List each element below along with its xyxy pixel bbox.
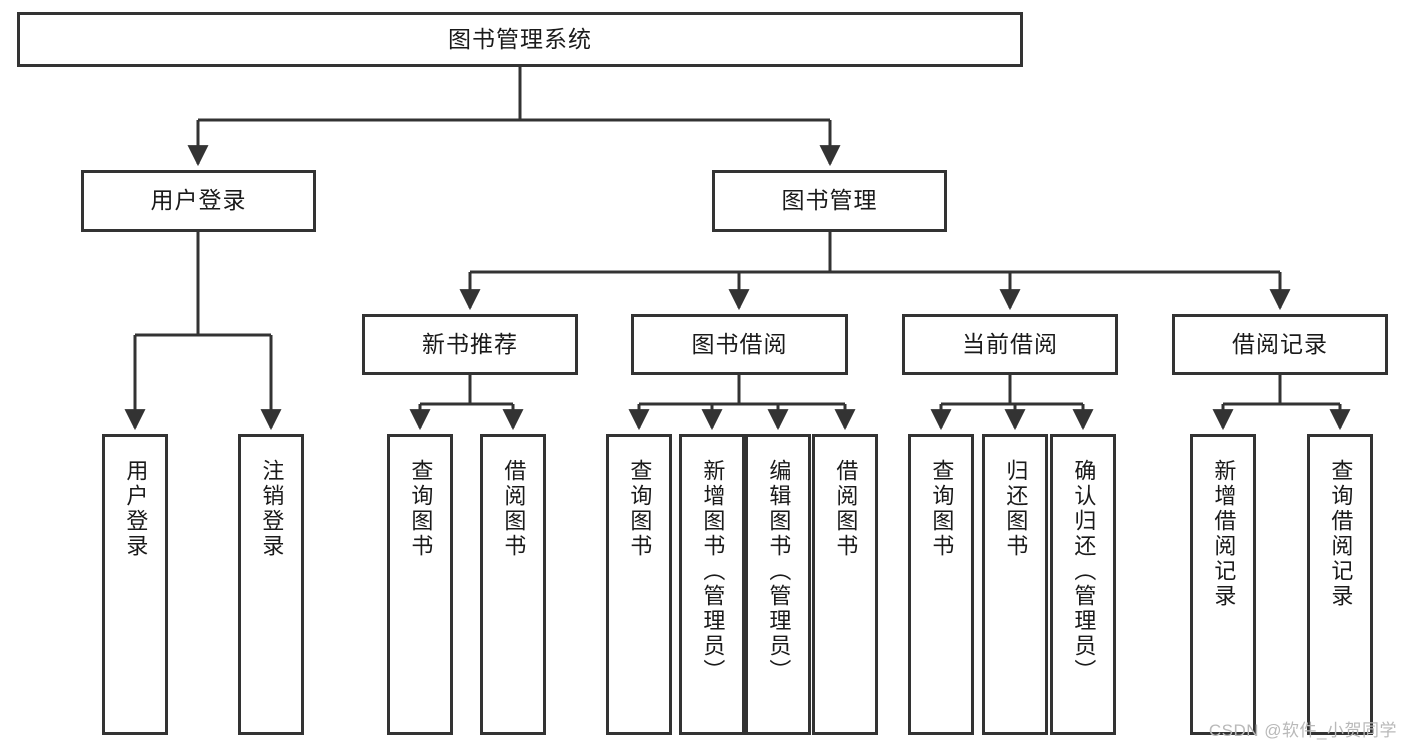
node-leaf-add-book[interactable]: 新增图书（管理员）: [679, 434, 745, 735]
node-leaf-user-login[interactable]: 用户登录: [102, 434, 168, 735]
node-leaf-add-record-label: 新增借阅记录: [1211, 459, 1237, 609]
node-leaf-add-record[interactable]: 新增借阅记录: [1190, 434, 1256, 735]
node-leaf-query-book-1-label: 查询图书: [408, 459, 434, 559]
node-leaf-borrow-book-1-label: 借阅图书: [501, 459, 527, 559]
node-leaf-confirm-return[interactable]: 确认归还（管理员）: [1050, 434, 1116, 735]
node-book-borrow[interactable]: 图书借阅: [631, 314, 848, 375]
node-leaf-query-book-3[interactable]: 查询图书: [908, 434, 974, 735]
node-leaf-query-book-2-label: 查询图书: [627, 459, 653, 559]
node-borrow-record[interactable]: 借阅记录: [1172, 314, 1388, 375]
node-leaf-query-book-3-label: 查询图书: [929, 459, 955, 559]
node-borrow-record-label: 借阅记录: [1232, 330, 1328, 357]
node-leaf-logout[interactable]: 注销登录: [238, 434, 304, 735]
node-leaf-return-book[interactable]: 归还图书: [982, 434, 1048, 735]
node-leaf-borrow-book-2-label: 借阅图书: [833, 459, 859, 559]
node-leaf-borrow-book-2[interactable]: 借阅图书: [812, 434, 878, 735]
node-root-label: 图书管理系统: [448, 25, 592, 52]
node-leaf-logout-label: 注销登录: [259, 459, 285, 559]
node-leaf-query-record-label: 查询借阅记录: [1328, 459, 1354, 609]
node-book-manage[interactable]: 图书管理: [712, 170, 947, 232]
node-new-book-recommend[interactable]: 新书推荐: [362, 314, 578, 375]
node-leaf-borrow-book-1[interactable]: 借阅图书: [480, 434, 546, 735]
node-leaf-return-book-label: 归还图书: [1003, 459, 1029, 559]
node-leaf-edit-book-label: 编辑图书（管理员）: [766, 459, 792, 684]
node-root[interactable]: 图书管理系统: [17, 12, 1023, 67]
node-leaf-edit-book[interactable]: 编辑图书（管理员）: [745, 434, 811, 735]
node-leaf-add-book-label: 新增图书（管理员）: [700, 459, 726, 684]
csdn-watermark: CSDN @软件_小贺同学: [1208, 721, 1397, 740]
node-book-borrow-label: 图书借阅: [691, 330, 788, 357]
node-leaf-confirm-return-label: 确认归还（管理员）: [1071, 459, 1097, 684]
node-book-manage-label: 图书管理: [781, 187, 878, 214]
node-current-borrow[interactable]: 当前借阅: [902, 314, 1118, 375]
node-leaf-query-record[interactable]: 查询借阅记录: [1307, 434, 1373, 735]
node-leaf-query-book-1[interactable]: 查询图书: [387, 434, 453, 735]
node-user-login-label: 用户登录: [150, 187, 247, 214]
node-user-login[interactable]: 用户登录: [81, 170, 316, 232]
node-leaf-query-book-2[interactable]: 查询图书: [606, 434, 672, 735]
node-leaf-user-login-label: 用户登录: [123, 459, 149, 559]
node-current-borrow-label: 当前借阅: [962, 330, 1058, 357]
node-new-book-recommend-label: 新书推荐: [422, 330, 518, 357]
